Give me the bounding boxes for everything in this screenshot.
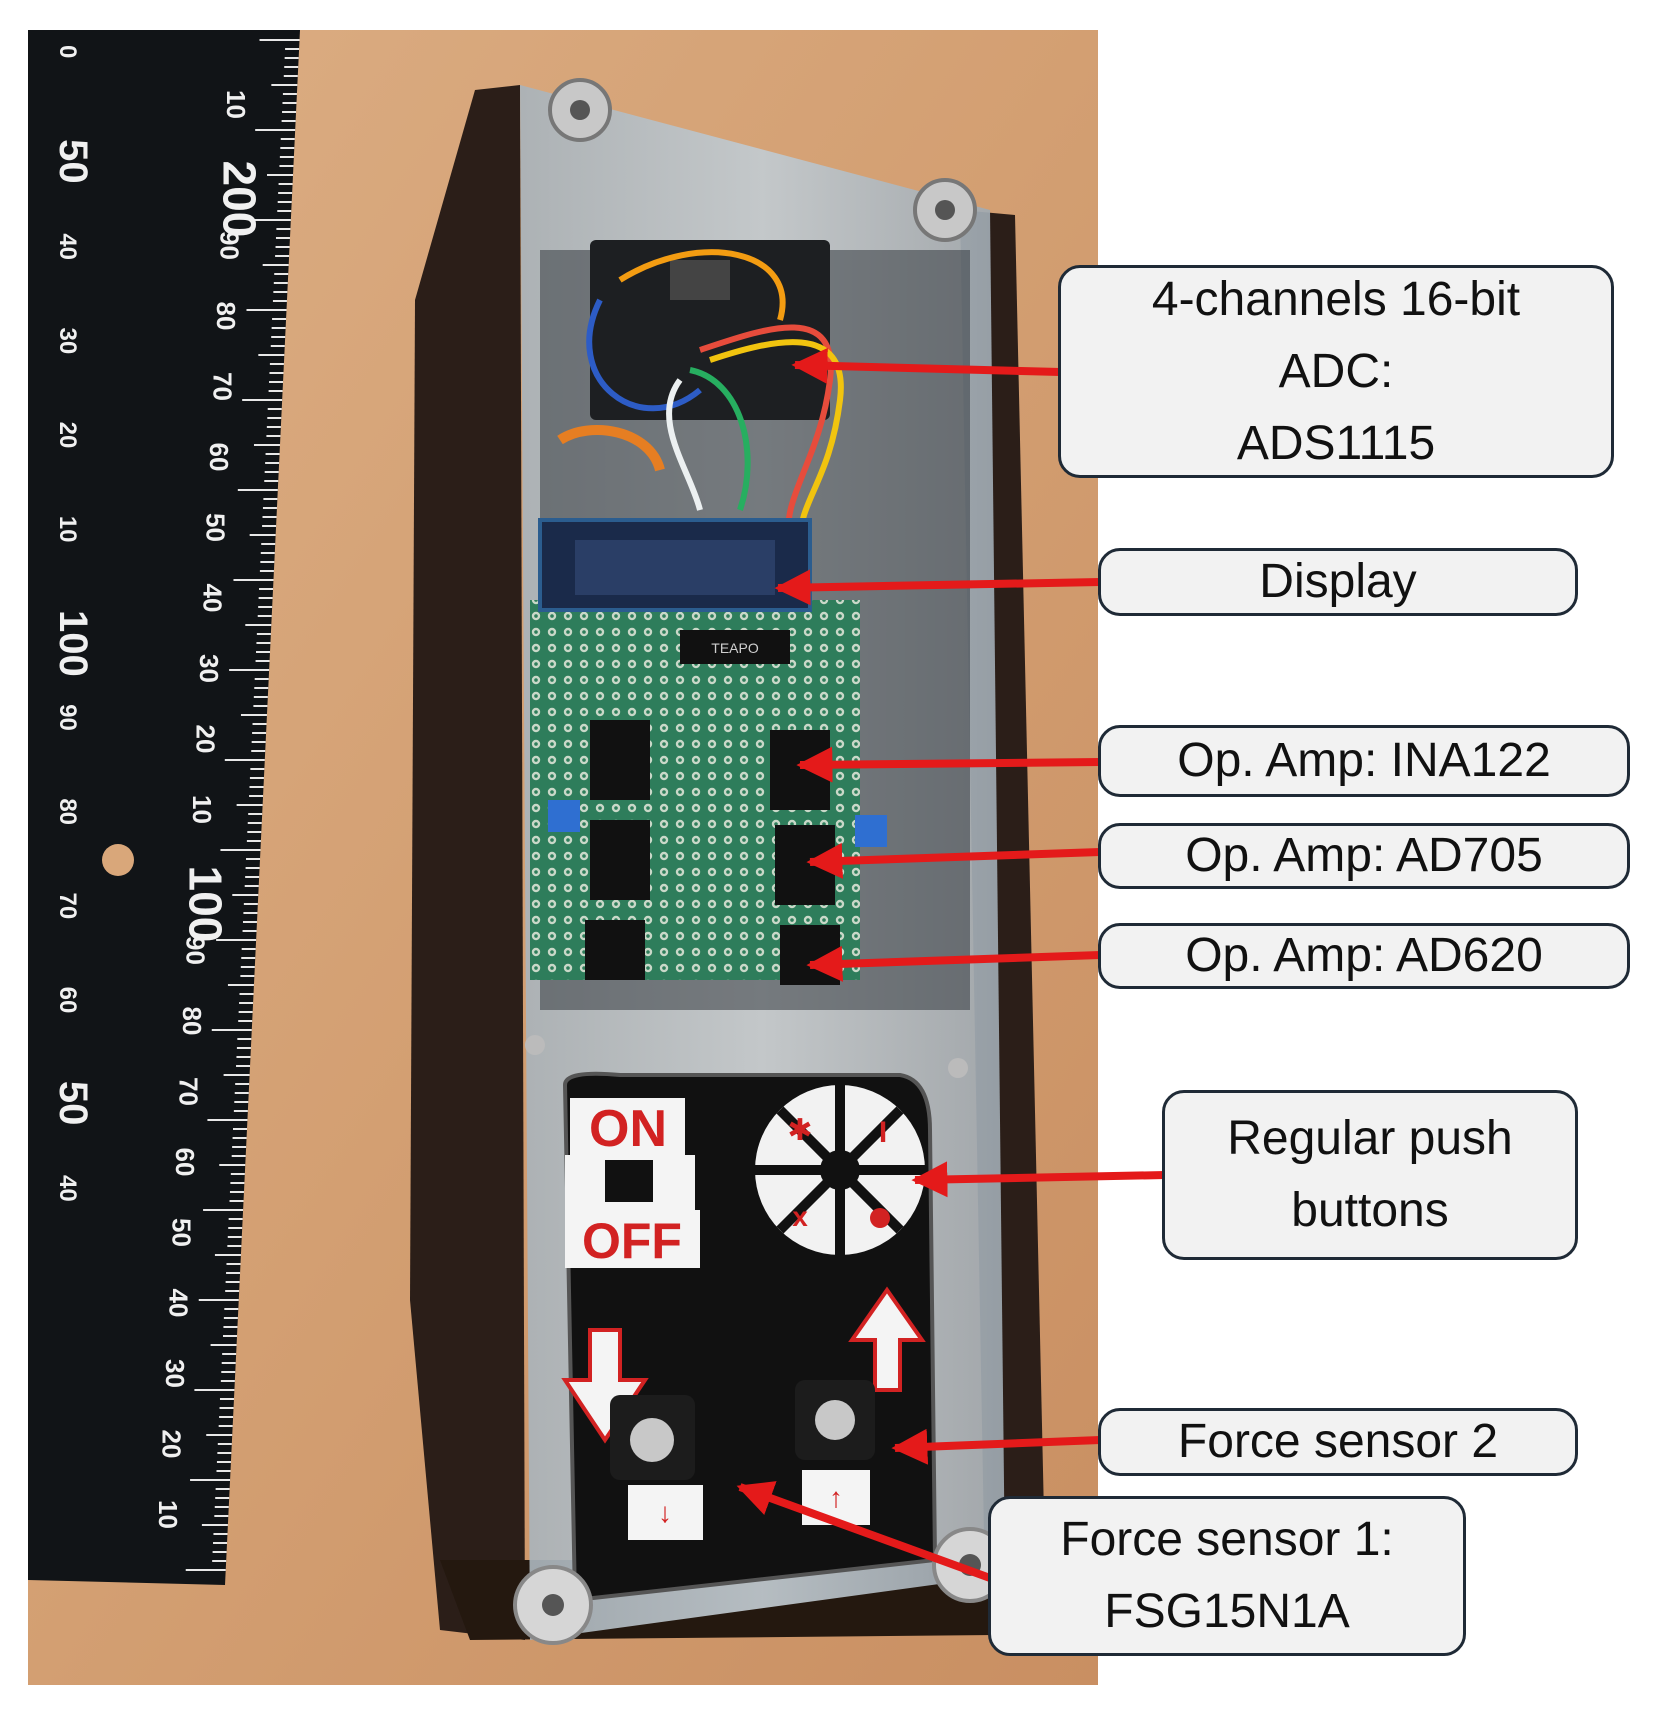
annotation-arrows (736, 347, 1166, 1582)
ruler-number-inner: 20 (157, 1430, 187, 1459)
ruler-number-inner: 60 (204, 443, 234, 472)
arrow-force-sensor-2 (891, 1428, 1101, 1465)
ruler: 1020090807060504030201010090807060504030… (28, 30, 300, 1585)
trimmer-2 (855, 815, 887, 847)
ruler-number-inner: 50 (201, 513, 231, 542)
ruler-number-outer: 0 (54, 45, 81, 58)
chip-1 (590, 720, 650, 800)
i-icon: I (879, 1116, 887, 1149)
ruler-number-inner: 10 (221, 90, 251, 119)
ruler-number-outer: 50 (51, 1081, 95, 1126)
force-sensor-1 (630, 1418, 674, 1462)
ruler-number-inner: 70 (174, 1077, 204, 1106)
ruler-number-outer: 10 (54, 516, 81, 543)
ruler-number-outer: 60 (54, 987, 81, 1014)
power-switch (605, 1160, 653, 1202)
ruler-number-outer: 20 (54, 422, 81, 449)
callout-display: Display (1098, 548, 1578, 616)
arrow-up-icon (848, 1286, 926, 1392)
arrow-ad620 (806, 945, 1101, 982)
ruler-number-outer: 90 (54, 704, 81, 731)
chip-3 (585, 920, 645, 980)
control-panel: ON OFF ✱ I x ↓ ↑ (561, 1071, 938, 1603)
chip-2 (590, 820, 650, 900)
ruler-number-inner: 10 (153, 1500, 183, 1529)
arrow-ina122 (796, 746, 1101, 783)
arrow-force-sensor-1 (736, 1481, 992, 1582)
ruler-number-inner: 40 (197, 584, 227, 613)
ruler-number-outer: 50 (51, 139, 95, 184)
callout-op-amp-ad705: Op. Amp: AD705 (1098, 823, 1630, 889)
screws (513, 78, 1008, 1645)
pcb-board: TEAPO (530, 518, 887, 985)
ruler-number-outer: 100 (51, 610, 95, 677)
callout-adc: 4-channels 16-bit ADC: ADS1115 (1058, 265, 1614, 478)
arrow-display (774, 569, 1101, 606)
ruler-number-inner: 20 (191, 725, 221, 754)
callout-push-buttons: Regular push buttons (1162, 1090, 1578, 1260)
ruler-number-inner: 60 (170, 1148, 200, 1177)
callout-op-amp-ina122: Op. Amp: INA122 (1098, 725, 1630, 797)
trimmer-1 (548, 800, 580, 832)
ruler-number-inner: 200 (214, 161, 266, 238)
ruler-number-inner: 80 (211, 302, 241, 331)
arrow-adc (791, 347, 1061, 384)
small-down-arrow-icon: ↓ (658, 1497, 672, 1528)
center-push-button (820, 1150, 860, 1190)
ruler-number-inner: 100 (180, 866, 232, 943)
adc-module (557, 240, 844, 541)
ruler-hole (102, 844, 134, 876)
arrow-push-buttons (911, 1161, 1166, 1198)
ruler-number-outer: 30 (54, 328, 81, 355)
ruler-number-outer: 70 (54, 893, 81, 920)
ruler-number-outer: 40 (54, 233, 81, 260)
x-icon: x (792, 1201, 808, 1232)
ruler-number-inner: 70 (208, 372, 238, 401)
switch-off-label: OFF (582, 1213, 682, 1269)
ruler-number-inner: 40 (163, 1289, 193, 1318)
ruler-number-inner: 10 (187, 795, 217, 824)
ruler-number-inner: 80 (177, 1007, 207, 1036)
ruler-number-inner: 90 (214, 231, 244, 260)
callout-force-sensor-2: Force sensor 2 (1098, 1408, 1578, 1476)
push-button-dial: ✱ I x (755, 1085, 925, 1255)
callout-force-sensor-1: Force sensor 1: FSG15N1A (988, 1496, 1466, 1656)
arrow-ad705 (806, 842, 1101, 879)
chip-marking: TEAPO (711, 640, 759, 656)
small-up-arrow-icon: ↑ (829, 1482, 843, 1513)
ruler-number-outer: 80 (54, 798, 81, 825)
ruler-number-outer: 40 (54, 1175, 81, 1202)
switch-on-label: ON (589, 1100, 667, 1158)
callout-op-amp-ad620: Op. Amp: AD620 (1098, 923, 1630, 989)
chip-ina122 (770, 730, 830, 810)
ruler-number-inner: 90 (180, 936, 210, 965)
ruler-number-inner: 30 (160, 1359, 190, 1388)
force-sensor-2 (815, 1400, 855, 1440)
sun-icon: ✱ (787, 1114, 812, 1147)
chip-ad620 (780, 925, 840, 985)
ruler-number-inner: 50 (167, 1218, 197, 1247)
circle-icon (870, 1208, 890, 1228)
ruler-number-inner: 30 (194, 654, 224, 683)
